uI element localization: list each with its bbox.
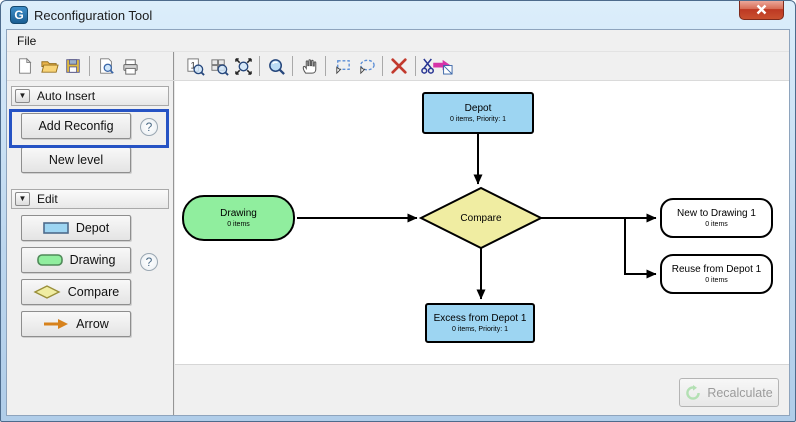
zoom-window-icon [268, 58, 285, 75]
zoom-actual-button[interactable]: 1 [183, 54, 207, 78]
toolbar-separator [325, 56, 326, 76]
node-sublabel: 0 items [705, 221, 728, 228]
delete-button[interactable] [387, 54, 411, 78]
pan-hand-icon [302, 58, 316, 74]
print-preview-icon [100, 58, 114, 74]
cut-move-button[interactable] [420, 54, 454, 78]
node-label: Excess from Depot 1 [433, 313, 527, 324]
compare-node-shape[interactable] [418, 186, 544, 250]
chevron-down-icon[interactable]: ▼ [15, 192, 30, 206]
new-document-button[interactable] [13, 54, 37, 78]
drawing-tool-label: Drawing [69, 253, 116, 267]
print-preview-button[interactable] [94, 54, 118, 78]
zoom-extents-icon [234, 57, 252, 75]
print-icon [122, 58, 138, 75]
group-header-label: Auto Insert [37, 89, 96, 103]
depot-tool-button[interactable]: Depot [21, 215, 131, 241]
toolbar-separator [382, 56, 383, 76]
select-lasso-button[interactable] [354, 54, 378, 78]
zoom-fit-button[interactable] [207, 54, 231, 78]
new-level-button[interactable]: New level [21, 147, 131, 173]
chevron-down-icon[interactable]: ▼ [15, 89, 30, 103]
zoom-fit-icon [210, 58, 229, 76]
depot-shape-icon [43, 222, 69, 234]
cut-move-icon [421, 58, 453, 74]
compare-tool-button[interactable]: Compare [21, 279, 131, 305]
toolbar-separator [292, 56, 293, 76]
arrow-branch-to-reuse[interactable] [624, 219, 657, 279]
node-sublabel: 0 items, Priority: 1 [449, 116, 506, 123]
help-button-auto-insert[interactable]: ? [140, 118, 158, 136]
toolbar-separator [89, 56, 90, 76]
select-lasso-icon [359, 59, 375, 74]
diagram-connectors [297, 134, 657, 300]
node-label: Drawing [220, 208, 257, 219]
node-excess-from-depot[interactable]: Excess from Depot 1 0 items, Priority: 1 [425, 303, 535, 343]
app-icon: G [10, 6, 28, 24]
file-toolbar [7, 52, 175, 80]
node-label: Depot [464, 103, 492, 114]
add-reconfig-button[interactable]: Add Reconfig [21, 113, 131, 139]
node-label: Reuse from Depot 1 [671, 264, 762, 275]
save-icon [66, 59, 80, 73]
node-new-to-drawing[interactable]: New to Drawing 1 0 items [660, 198, 773, 238]
toolbar-separator [259, 56, 260, 76]
arrow-shape-icon [44, 319, 69, 329]
depot-tool-label: Depot [75, 221, 110, 235]
delete-icon [391, 58, 407, 74]
canvas-toolbar: 1 [175, 52, 789, 80]
pan-button[interactable] [297, 54, 321, 78]
select-rectangle-button[interactable] [330, 54, 354, 78]
drawing-tool-button[interactable]: Drawing [21, 247, 131, 273]
sidebar: ▼ Auto Insert Add Reconfig ? New level ▼… [7, 81, 175, 415]
node-drawing[interactable]: Drawing 0 items [182, 195, 295, 241]
compare-shape-icon [33, 285, 61, 299]
node-reuse-from-depot[interactable]: Reuse from Depot 1 0 items [660, 254, 773, 294]
zoom-extents-button[interactable] [231, 54, 255, 78]
group-header-edit[interactable]: ▼ Edit [11, 189, 169, 209]
compare-tool-label: Compare [67, 285, 120, 299]
arrow-tool-label: Arrow [76, 317, 109, 331]
group-header-label: Edit [37, 192, 58, 206]
new-document-icon [19, 57, 32, 74]
zoom-actual-icon: 1 [186, 57, 205, 76]
arrow-tool-button[interactable]: Arrow [21, 311, 131, 337]
svg-text:1: 1 [190, 60, 195, 71]
node-sublabel: 0 items [705, 277, 728, 284]
select-rectangle-icon [335, 59, 350, 74]
menu-file[interactable]: File [17, 33, 37, 48]
drawing-shape-icon [36, 254, 63, 266]
node-compare[interactable]: Compare [421, 188, 541, 248]
refresh-icon [686, 384, 701, 400]
help-button-edit[interactable]: ? [140, 253, 158, 271]
close-icon [756, 4, 767, 15]
add-reconfig-highlight [9, 109, 169, 148]
save-button[interactable] [61, 54, 85, 78]
footer-bar: Recalculate [175, 364, 789, 415]
zoom-window-button[interactable] [264, 54, 288, 78]
toolbar-row: 1 [7, 52, 789, 81]
titlebar[interactable]: G Reconfiguration Tool [1, 1, 795, 29]
open-folder-button[interactable] [37, 54, 61, 78]
client-area: File [6, 29, 790, 416]
main-area: ▼ Auto Insert Add Reconfig ? New level ▼… [7, 81, 789, 415]
recalculate-button[interactable]: Recalculate [679, 378, 779, 407]
right-column: Depot 0 items, Priority: 1 Drawing 0 ite… [175, 81, 789, 415]
close-button[interactable] [739, 1, 784, 20]
group-header-auto-insert[interactable]: ▼ Auto Insert [11, 86, 169, 106]
window-title: Reconfiguration Tool [34, 8, 153, 23]
node-depot[interactable]: Depot 0 items, Priority: 1 [422, 92, 534, 134]
open-folder-icon [40, 60, 59, 73]
toolbar-separator [415, 56, 416, 76]
node-label: Compare [460, 212, 502, 224]
node-label: New to Drawing 1 [677, 208, 756, 219]
menu-bar: File [7, 30, 789, 52]
node-sublabel: 0 items, Priority: 1 [451, 326, 508, 333]
diagram-canvas[interactable]: Depot 0 items, Priority: 1 Drawing 0 ite… [175, 81, 789, 364]
print-button[interactable] [118, 54, 142, 78]
node-sublabel: 0 items [227, 221, 250, 228]
recalculate-label: Recalculate [707, 385, 773, 400]
